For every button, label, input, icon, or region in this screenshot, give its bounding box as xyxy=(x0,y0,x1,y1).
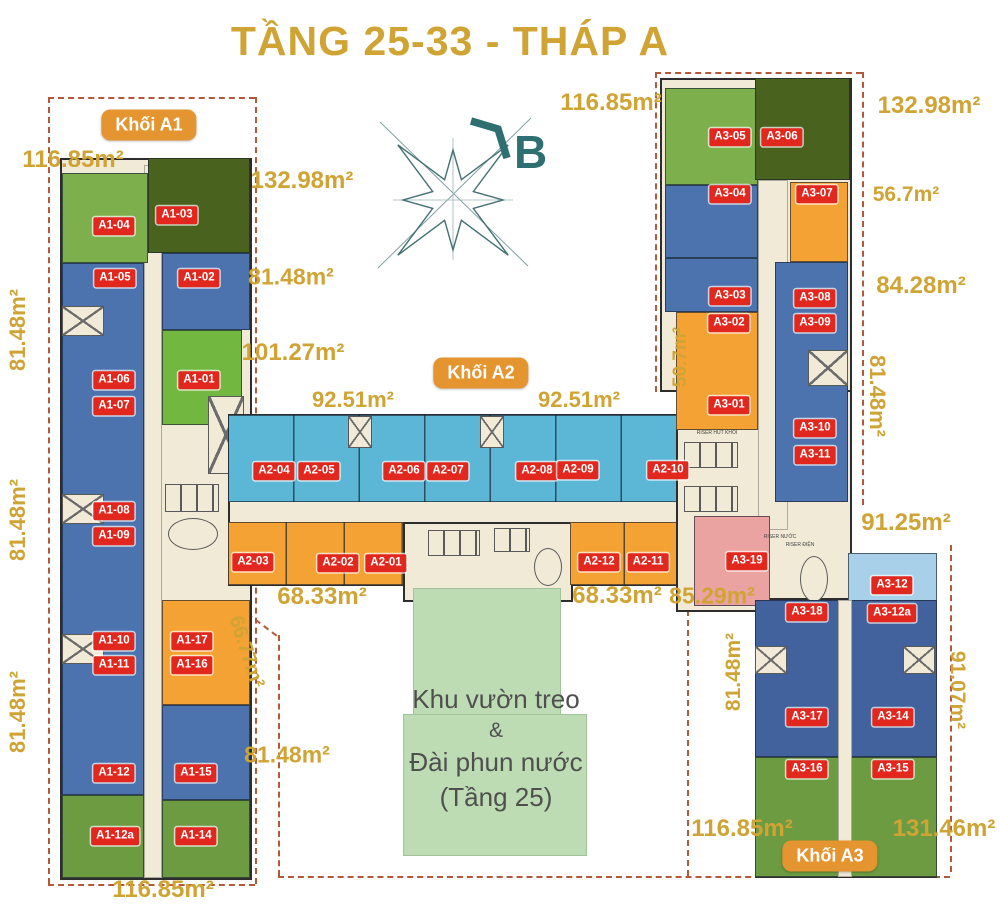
area-label: 91.25m² xyxy=(861,509,951,536)
garden-line-4: (Tầng 25) xyxy=(439,782,553,812)
garden-area-upper xyxy=(413,588,561,716)
area-label: 92.51m² xyxy=(538,387,620,412)
apartment-a3-02-01 xyxy=(676,312,758,430)
a2-upper-row xyxy=(228,415,688,502)
a2-facade-notch-2 xyxy=(480,416,504,448)
area-label: 92.51m² xyxy=(312,387,394,412)
area-label: 68.33m² xyxy=(277,583,367,610)
boundary-a1-bottom xyxy=(48,884,255,886)
garden-label: Khu vườn treo & Đài phun nước (Tầng 25) xyxy=(398,684,594,813)
area-label: 91.07m² xyxy=(946,650,969,730)
block-badge: Khối A1 xyxy=(101,109,197,141)
area-label: 132.98m² xyxy=(877,92,981,119)
area-label: 56.7m² xyxy=(872,183,940,206)
area-label: 81.48m² xyxy=(244,741,330,768)
apartment-a3-03 xyxy=(665,258,758,312)
a1-stair-core xyxy=(168,518,218,550)
a2-facade-notch-1 xyxy=(348,416,372,448)
garden-area-lower xyxy=(403,714,587,856)
apartment-a3-07 xyxy=(790,182,848,262)
block-badge: Khối A2 xyxy=(433,357,529,389)
a1-right-wing-green xyxy=(162,800,250,878)
area-label: 101.27m² xyxy=(241,339,345,366)
a2-lower-row-right xyxy=(570,522,678,585)
area-label: 132.98m² xyxy=(250,167,354,194)
north-arrow xyxy=(469,117,511,160)
apartment-a3-19 xyxy=(694,516,770,606)
a3-bottom-notch-left xyxy=(755,646,787,674)
a3-elevator-bank-1 xyxy=(684,442,738,468)
area-label: 81.48m² xyxy=(5,671,30,753)
area-label: 81.48m² xyxy=(5,479,30,561)
a2-elevator-bank-2 xyxy=(494,528,530,552)
a1-left-wing-green xyxy=(62,795,144,878)
boundary-a1-top xyxy=(48,97,255,99)
apartment-a1-04 xyxy=(62,173,148,263)
area-label: 81.48m² xyxy=(722,632,745,712)
garden-line-1: Khu vườn treo xyxy=(412,684,580,714)
compass-north-indicator: B xyxy=(377,117,547,269)
area-label: 116.85m² xyxy=(560,89,662,116)
a1-elevator-bank xyxy=(165,484,219,512)
a1-right-wing-blue-top xyxy=(162,253,250,330)
a2-elevator-bank-1 xyxy=(428,530,480,556)
compass-star xyxy=(397,144,509,256)
boundary-a3-top xyxy=(655,72,862,74)
boundary-a3-right-lower xyxy=(950,545,952,872)
area-label: 84.28m² xyxy=(876,272,966,299)
a1-facade-notch-2 xyxy=(62,494,104,524)
apartment-a3-04 xyxy=(665,185,758,258)
apartment-a3-12 xyxy=(848,553,937,603)
a3-bottom-corridor xyxy=(838,600,852,877)
a3-stair-core xyxy=(800,556,828,602)
a3-facade-notch-1 xyxy=(808,350,848,386)
apartment-a3-05 xyxy=(665,88,758,185)
area-label: 81.48m² xyxy=(865,355,890,437)
compass-label: B xyxy=(514,126,547,178)
a1-corridor xyxy=(144,165,162,878)
boundary-center-left xyxy=(278,635,280,876)
area-label: 81.48m² xyxy=(5,289,30,371)
boundary-center-right xyxy=(687,600,689,876)
a3-bottom-notch-right xyxy=(903,646,935,674)
apartment-a3-06 xyxy=(755,78,850,180)
apartment-a1-03 xyxy=(148,158,250,253)
a1-right-wing-blue-bottom xyxy=(162,705,250,800)
area-label: 81.48m² xyxy=(248,263,334,290)
area-label: 116.85m² xyxy=(112,876,214,903)
a2-stair-core xyxy=(534,548,562,586)
a1-facade-notch-3 xyxy=(62,634,104,664)
a1-right-wing-orange xyxy=(162,600,250,705)
boundary-a3-left xyxy=(655,72,657,392)
a2-lower-row-left xyxy=(228,522,403,585)
a1-facade-notch-1 xyxy=(62,306,104,336)
area-label: 68.33m² xyxy=(572,582,662,609)
page-title: TẦNG 25-33 - THÁP A xyxy=(230,18,670,64)
garden-line-2: & xyxy=(488,719,503,742)
a3-elevator-bank-2 xyxy=(684,486,738,512)
a1-left-wing-blue xyxy=(62,263,144,795)
boundary-a1-left xyxy=(48,97,50,884)
boundary-bottom-center xyxy=(278,876,950,878)
garden-line-3: Đài phun nước xyxy=(409,747,583,777)
boundary-a3-right-upper xyxy=(862,72,864,505)
